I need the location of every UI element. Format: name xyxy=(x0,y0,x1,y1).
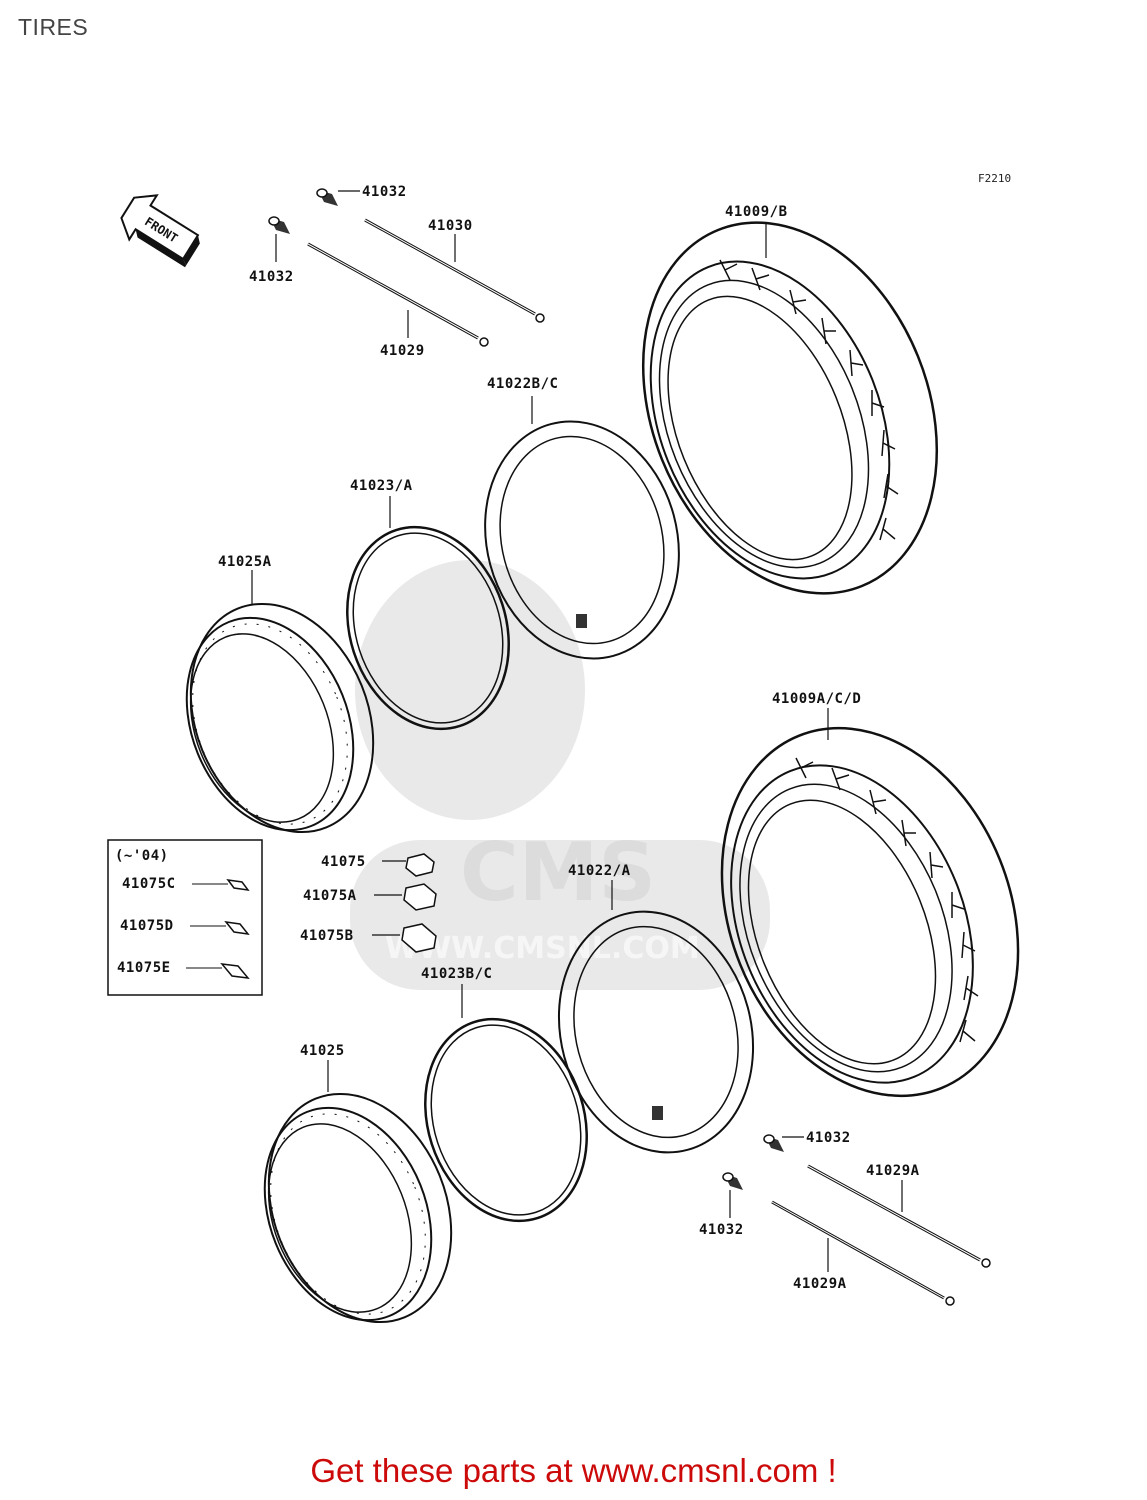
label-41029a-2: 41029A xyxy=(793,1276,847,1292)
watermark-band xyxy=(350,840,770,990)
rim-41025 xyxy=(263,1092,453,1324)
valve-icon xyxy=(576,614,587,628)
watermark-url: WWW.CMSNL.COM xyxy=(385,931,700,966)
spoke-41029 xyxy=(307,242,489,347)
label-41075a: 41075A xyxy=(303,888,357,904)
legend-item: 41075E xyxy=(117,960,171,976)
weight-41075 xyxy=(405,853,435,877)
label-41030: 41030 xyxy=(428,218,473,234)
nipple-41032-r1 xyxy=(763,1134,784,1152)
nipple-41032-r2 xyxy=(722,1172,743,1190)
label-41009acd: 41009A/C/D xyxy=(772,691,861,707)
label-41025a: 41025A xyxy=(218,554,272,570)
valve-icon-lower xyxy=(652,1106,663,1120)
footer-link[interactable]: Get these parts at www.cmsnl.com ! xyxy=(310,1452,837,1489)
page-title: TIRES xyxy=(18,14,89,40)
label-41032-r2: 41032 xyxy=(699,1222,744,1238)
weight-41075b xyxy=(401,923,437,953)
label-41023a: 41023/A xyxy=(350,478,413,494)
front-arrow-icon: FRONT xyxy=(120,194,200,268)
tire-41009b xyxy=(641,221,939,595)
legend-item: 41075C xyxy=(122,876,176,892)
tread-pattern xyxy=(719,259,899,541)
spoke-41030 xyxy=(364,218,545,323)
rim-band-41023bc xyxy=(424,1017,588,1223)
watermark-brand: CMS xyxy=(460,826,656,919)
part-labels: 41032 41030 41032 41029 41009/B 41022B/C… xyxy=(218,184,920,1292)
leader-lines xyxy=(251,190,903,1272)
cms-watermark: CMS WWW.CMSNL.COM xyxy=(350,560,770,990)
legend-item: 41075D xyxy=(120,918,174,934)
label-41075b: 41075B xyxy=(300,928,354,944)
spoke-41029a-1 xyxy=(807,1164,991,1268)
label-41009b: 41009/B xyxy=(725,204,788,220)
weight-41075a xyxy=(403,883,437,911)
weight-41075d xyxy=(224,920,250,936)
tube-41022a xyxy=(557,910,755,1154)
legend-title: (~'04) xyxy=(115,848,169,864)
label-41022bc: 41022B/C xyxy=(487,376,558,392)
nipple-41032-left xyxy=(268,216,290,234)
label-41032-top: 41032 xyxy=(362,184,407,200)
tread-pattern-lower xyxy=(795,757,979,1043)
label-41029a-1: 41029A xyxy=(866,1163,920,1179)
tube-41022bc xyxy=(484,420,680,660)
watermark-mascot xyxy=(355,560,585,820)
rim-band-41023a xyxy=(346,525,510,731)
legend-box: (~'04) 41075C 41075D 41075E xyxy=(107,839,263,996)
label-41075: 41075 xyxy=(321,854,366,870)
weight-41075c xyxy=(226,879,250,891)
rim-41025a xyxy=(185,602,375,834)
tire-41009acd xyxy=(720,726,1020,1098)
spoke-41029a-2 xyxy=(771,1200,955,1306)
label-41025: 41025 xyxy=(300,1043,345,1059)
label-41029: 41029 xyxy=(380,343,425,359)
weight-41075e xyxy=(220,963,250,979)
figure-code: F2210 xyxy=(978,172,1011,185)
label-41022a: 41022/A xyxy=(568,863,631,879)
nipple-41032-top xyxy=(316,188,338,206)
label-41023bc: 41023B/C xyxy=(421,966,492,982)
label-41032-left: 41032 xyxy=(249,269,294,285)
label-41032-r1: 41032 xyxy=(806,1130,851,1146)
